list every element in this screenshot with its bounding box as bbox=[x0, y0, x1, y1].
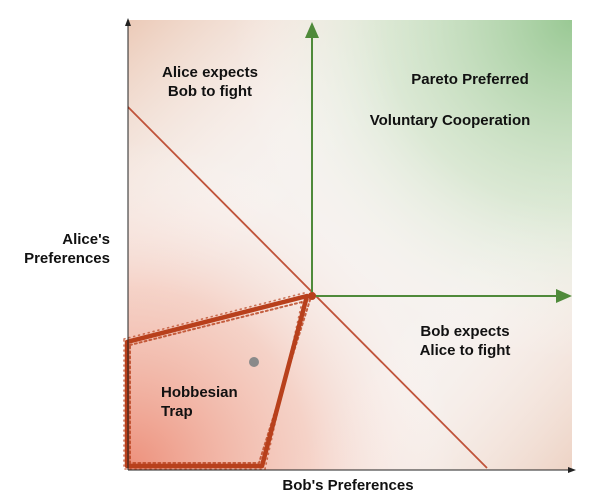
alice-preferences-line2: Preferences bbox=[24, 250, 110, 267]
diagonal-line bbox=[127, 106, 488, 469]
hobbesian-line2: Trap bbox=[161, 403, 193, 420]
arrow-right-icon bbox=[556, 289, 572, 303]
bob-expects-label: Bob expects Alice to fight bbox=[390, 322, 540, 360]
current-outcome-point bbox=[249, 357, 259, 367]
bob-preferences-label: Bob's Preferences bbox=[282, 477, 414, 494]
bob-expects-line1: Bob expects bbox=[420, 323, 510, 340]
pareto-preferred-label: Pareto Preferred bbox=[411, 71, 529, 88]
origin-point bbox=[308, 292, 316, 300]
hobbesian-trap-outline bbox=[123, 292, 311, 470]
hobbesian-trap-label: Hobbesian Trap bbox=[161, 383, 261, 421]
voluntary-cooperation-label: Voluntary Cooperation bbox=[369, 112, 531, 129]
alice-expects-line1: Alice expects bbox=[162, 64, 258, 81]
alice-preferences-label: Alice's Preferences bbox=[4, 230, 110, 268]
x-axis-arrow-icon bbox=[568, 467, 576, 473]
arrow-up-icon bbox=[305, 22, 319, 38]
green-region-tint bbox=[128, 20, 572, 470]
alice-expects-label: Alice expects Bob to fight bbox=[140, 63, 280, 101]
bob-expects-line2: Alice to fight bbox=[419, 342, 511, 359]
hobbesian-line1: Hobbesian bbox=[161, 384, 238, 401]
y-axis-arrow-icon bbox=[125, 18, 131, 26]
alice-expects-line2: Bob to fight bbox=[167, 83, 253, 100]
alice-preferences-line1: Alice's bbox=[62, 231, 110, 248]
